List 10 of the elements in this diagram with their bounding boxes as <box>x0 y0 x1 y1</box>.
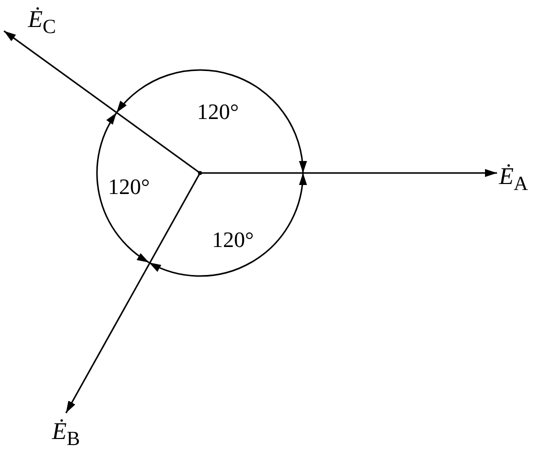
angle-label: 120° <box>197 100 239 124</box>
angle-label: 120° <box>212 228 254 252</box>
angle-label: 120° <box>108 175 150 199</box>
phasor-label: Ė$_{B}$ <box>52 418 80 453</box>
phasor-label: Ė$_{A}$ <box>499 163 528 198</box>
phasor-arrow <box>200 169 497 177</box>
phasor-label: Ė$_{C}$ <box>28 6 56 41</box>
origin-point <box>198 171 202 175</box>
phasor-arrow <box>4 30 200 174</box>
phasor-arrow <box>65 172 201 414</box>
